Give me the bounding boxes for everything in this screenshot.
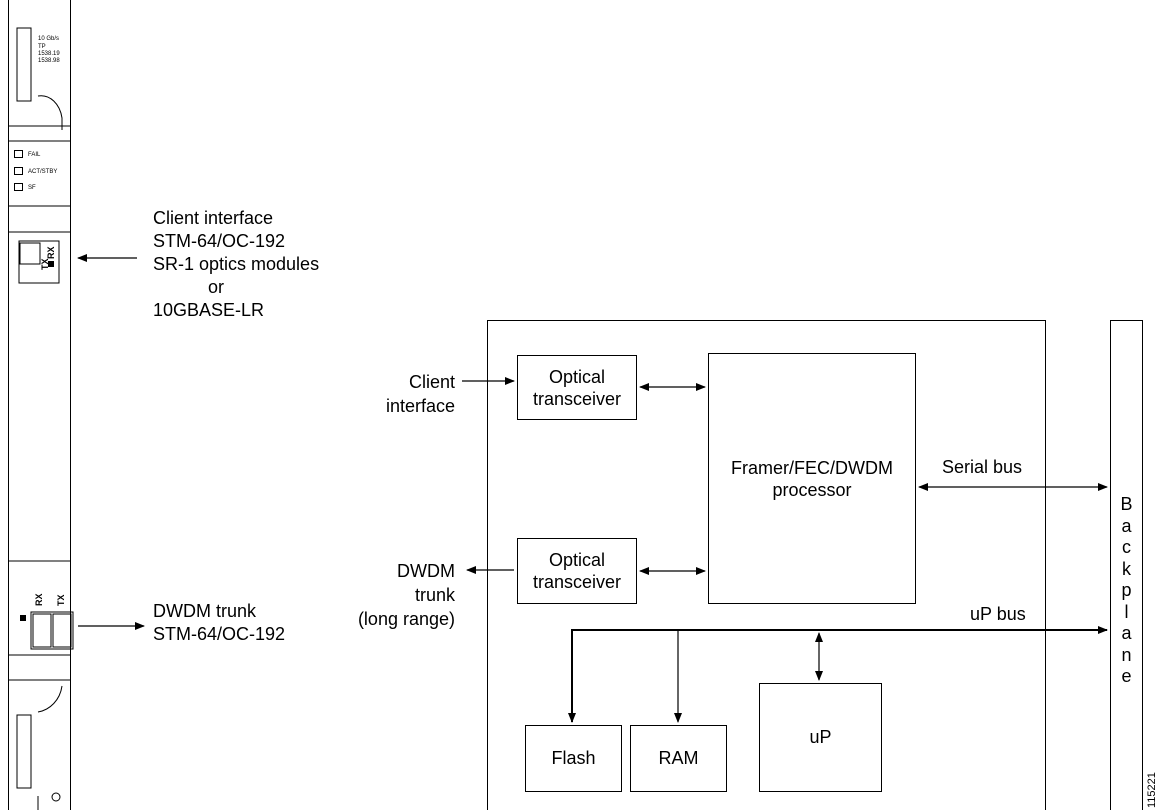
spec-line-3: 1538.19 [38,51,60,57]
trunk-callout-line-2: STM-64/OC-192 [153,624,286,644]
dwdm-trunk-label-2: trunk [414,585,455,605]
optical-transceiver-trunk: Optical transceiver [517,538,637,604]
backplane-letter: e [1121,666,1132,686]
framer-line-2: processor [772,479,852,500]
backplane-letter: l [1124,601,1129,622]
client-callout-line-5: 10GBASE-LR [153,300,265,320]
flash-label: Flash [551,748,596,768]
ram-memory: RAM [630,725,727,792]
backplane-letter: c [1122,537,1131,557]
serial-bus-label: Serial bus [942,457,1023,477]
dwdm-trunk-label-3: (long range) [357,609,455,629]
optical-transceiver-client-line-2: transceiver [532,388,622,409]
backplane-letter: a [1121,515,1132,536]
client-callout-line-1: Client interface [153,208,274,228]
client-interface-label-2: interface [385,396,455,416]
led-sf [14,183,23,191]
spec-line-1: 10 Gb/s [38,36,60,42]
client-interface-label-1: Client [408,372,455,392]
optical-transceiver-client: Optical transceiver [517,355,637,420]
client-callout-line-2: STM-64/OC-192 [153,231,286,251]
ram-label: RAM [658,748,699,768]
framer-line-1: Framer/FEC/DWDM [731,457,893,478]
flash-memory: Flash [525,725,622,792]
up-label: uP [809,727,832,747]
optical-transceiver-trunk-line-1: Optical [548,550,606,570]
dwdm-trunk-label-1: DWDM [397,561,455,581]
led-fail-label: FAIL [28,152,41,158]
backplane [1110,320,1143,810]
led-act-stby [14,167,23,175]
backplane-letter: n [1121,644,1132,665]
backplane-label: B a c k p l a n e [1110,494,1143,688]
faceplate-graphics [8,27,74,810]
client-callout-line-3: SR-1 optics modules [153,254,320,274]
backplane-letter: p [1121,580,1132,600]
backplane-letter: k [1122,558,1131,579]
client-callout-line-4: or [208,277,225,297]
led-fail [14,150,23,158]
card-faceplate [8,0,71,810]
spec-line-2: TP [38,44,46,50]
up-bus-label: uP bus [970,604,1026,624]
backplane-letter: a [1121,623,1132,643]
up-bus-line [568,626,1108,723]
backplane-letter: B [1120,494,1133,514]
trunk-callout-line-1: DWDM trunk [153,601,256,621]
led-act-stby-label: ACT/STBY [28,169,58,175]
optical-transceiver-client-line-1: Optical [548,366,606,387]
led-sf-label: SF [28,185,36,191]
optical-transceiver-trunk-line-2: transceiver [532,572,622,592]
framer-fec-dwdm-processor: Framer/FEC/DWDM processor [708,353,916,604]
spec-line-4: 1538.98 [38,58,60,64]
